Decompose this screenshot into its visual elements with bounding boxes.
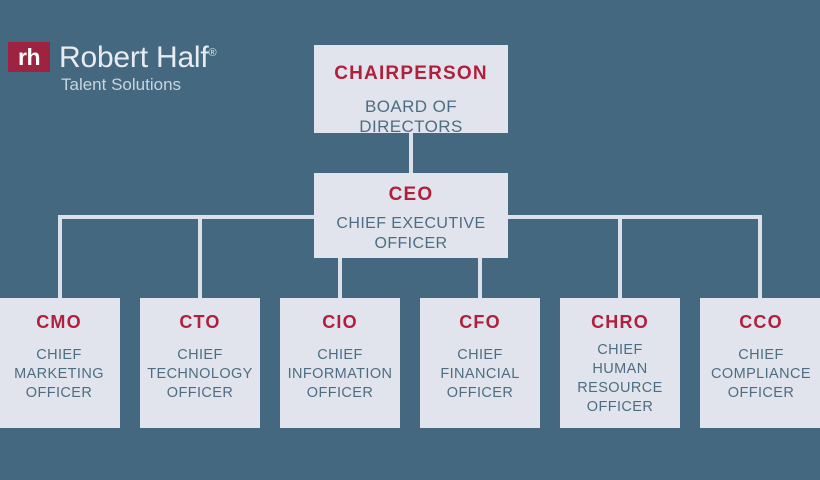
connector-bus-left [58,215,314,219]
connector-drop-cfo [478,258,482,298]
node-ceo[interactable]: CEO CHIEF EXECUTIVE OFFICER [314,173,508,258]
node-cco-title: CCO [739,312,783,332]
node-cio-subtitle-line: OFFICER [306,385,374,401]
connector-drop-cco [758,215,762,298]
node-chro-title: CHRO [591,312,649,332]
node-cmo-title: CMO [36,312,82,332]
node-chro-subtitle-line: CHIEF [597,342,643,358]
logo-company-name: Robert Half [59,41,209,74]
registered-trademark-icon: ® [208,47,217,59]
node-cco-subtitle: CHIEF COMPLIANCE OFFICER [711,346,811,403]
node-cco-subtitle-line: COMPLIANCE [711,366,811,382]
node-cto-subtitle-line: TECHNOLOGY [147,366,253,382]
connector-chairperson-to-ceo [409,133,413,173]
node-chairperson-title: CHAIRPERSON [334,63,488,84]
node-cmo-subtitle: CHIEF MARKETING OFFICER [14,346,104,403]
node-chro-subtitle-line: OFFICER [586,399,654,415]
node-cto[interactable]: CTO CHIEF TECHNOLOGY OFFICER [140,298,260,428]
node-chro-subtitle: CHIEF HUMAN RESOURCE OFFICER [577,341,662,417]
connector-bus-right [508,215,762,219]
node-cto-title: CTO [179,312,221,332]
node-ceo-subtitle-line: CHIEF EXECUTIVE [336,215,486,232]
connector-drop-cto [198,215,202,298]
node-cco[interactable]: CCO CHIEF COMPLIANCE OFFICER [700,298,820,428]
robert-half-logo: rh Robert Half® Talent Solutions [8,42,217,95]
node-cmo-subtitle-line: OFFICER [25,385,93,401]
rh-monogram-icon: rh [8,42,50,72]
node-chairperson[interactable]: CHAIRPERSON BOARD OF DIRECTORS [314,45,508,133]
connector-drop-cmo [58,215,62,298]
node-cmo[interactable]: CMO CHIEF MARKETING OFFICER [0,298,120,428]
node-cco-subtitle-line: CHIEF [738,347,784,363]
node-chro[interactable]: CHRO CHIEF HUMAN RESOURCE OFFICER [560,298,680,428]
node-cfo-subtitle-line: CHIEF [457,347,503,363]
node-ceo-title: CEO [388,184,434,205]
node-cfo-subtitle-line: OFFICER [446,385,514,401]
node-cfo-subtitle: CHIEF FINANCIAL OFFICER [440,346,519,403]
connector-drop-chro [618,215,622,298]
node-ceo-subtitle: CHIEF EXECUTIVE OFFICER [336,214,485,254]
node-cfo-title: CFO [459,312,501,332]
node-cio-title: CIO [322,312,358,332]
connector-drop-cio [338,258,342,298]
node-cto-subtitle-line: CHIEF [177,347,223,363]
node-ceo-subtitle-line: OFFICER [374,235,448,252]
logo-primary-text: Robert Half® [59,37,217,74]
node-cio-subtitle-line: INFORMATION [287,366,393,382]
node-cto-subtitle-line: OFFICER [166,385,234,401]
node-cio-subtitle-line: CHIEF [317,347,363,363]
node-cto-subtitle: CHIEF TECHNOLOGY OFFICER [147,346,253,403]
node-cmo-subtitle-line: CHIEF [36,347,82,363]
node-cmo-subtitle-line: MARKETING [14,366,104,382]
node-cfo-subtitle-line: FINANCIAL [440,366,520,382]
logo-wordmark: Robert Half® Talent Solutions [59,37,217,95]
node-chairperson-subtitle: BOARD OF DIRECTORS [359,97,463,133]
node-cco-subtitle-line: OFFICER [727,385,795,401]
node-chro-subtitle-line: HUMAN [592,361,648,377]
node-cfo[interactable]: CFO CHIEF FINANCIAL OFFICER [420,298,540,428]
logo-tagline: Talent Solutions [61,75,182,94]
node-cio[interactable]: CIO CHIEF INFORMATION OFFICER [280,298,400,428]
node-cio-subtitle: CHIEF INFORMATION OFFICER [288,346,393,403]
node-chro-subtitle-line: RESOURCE [577,380,663,396]
